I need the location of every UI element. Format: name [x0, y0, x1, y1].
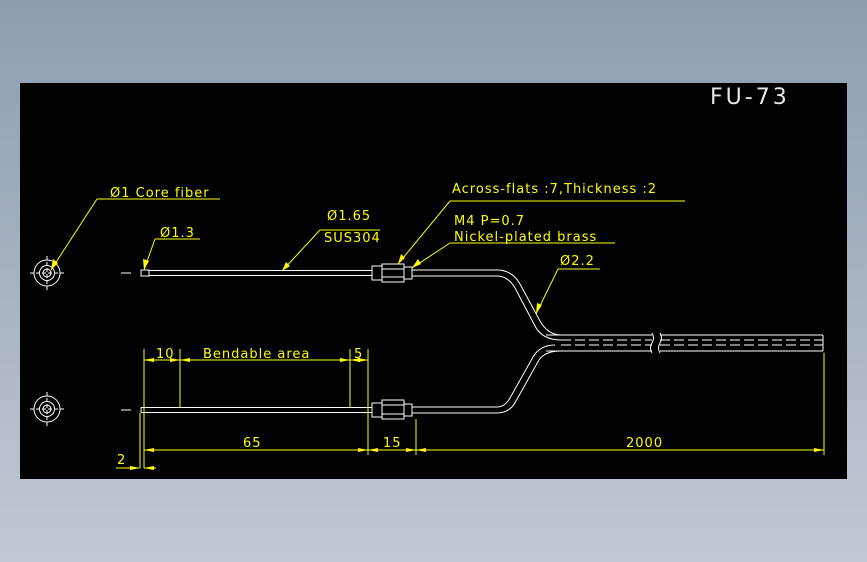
across-flats-label: Across-flats :7,Thickness :2	[452, 182, 657, 197]
dim-65: 65	[243, 436, 262, 451]
merged-cable	[546, 332, 824, 354]
end-view-bottom	[30, 392, 64, 426]
fiber-bottom	[121, 344, 562, 420]
dim-15: 15	[383, 436, 402, 451]
end-view-top	[30, 256, 64, 290]
cable-diameter-label: Ø2.2	[560, 254, 595, 269]
sleeve-material-label: SUS304	[324, 231, 381, 246]
dim-2000: 2000	[626, 436, 663, 451]
arrow-heads	[51, 254, 824, 470]
tip-diameter-label: Ø1.3	[160, 226, 195, 241]
cad-drawing-canvas: FU-73	[20, 83, 847, 479]
thread-label: M4 P=0.7	[454, 214, 525, 229]
nut-material-label: Nickel-plated brass	[454, 230, 597, 245]
core-fiber-label: Ø1 Core fiber	[110, 186, 210, 201]
fiber-unit-drawing: FU-73	[30, 85, 825, 470]
annotations	[50, 198, 825, 469]
bendable-area-label: Bendable area	[203, 347, 310, 362]
dim-5: 5	[354, 347, 363, 362]
drawing-title: FU-73	[710, 85, 790, 110]
dim-10: 10	[156, 347, 175, 362]
dim-2: 2	[117, 453, 126, 468]
fiber-top	[121, 263, 562, 341]
sleeve-diameter-label: Ø1.65	[327, 209, 371, 224]
